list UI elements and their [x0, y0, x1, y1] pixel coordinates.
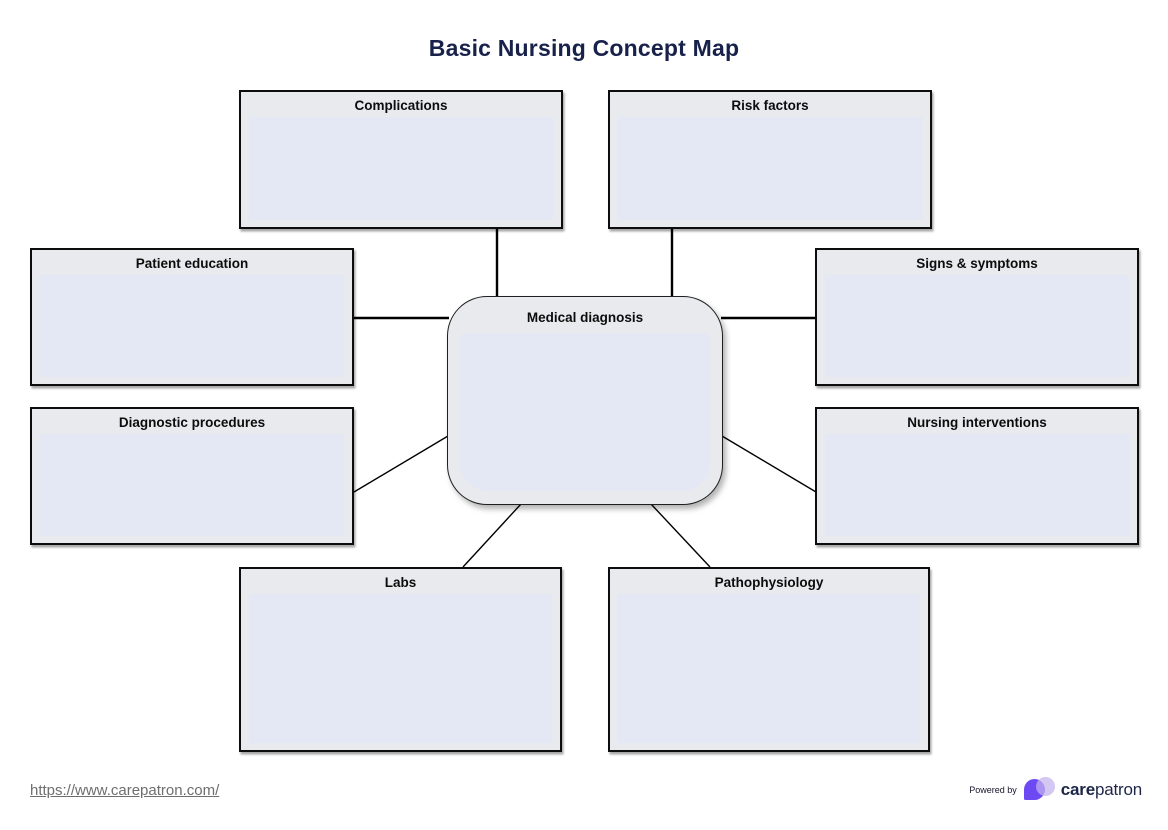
connector-pathophysiology	[650, 503, 711, 568]
brand-patron: patron	[1094, 779, 1142, 799]
node-content-area	[825, 275, 1129, 377]
node-label: Patient education	[135, 256, 249, 271]
node-nursing-interventions: Nursing interventions	[815, 407, 1139, 545]
node-label: Risk factors	[731, 98, 809, 113]
page-title: Basic Nursing Concept Map	[428, 35, 740, 61]
node-medical-diagnosis: Medical diagnosis	[447, 296, 723, 505]
node-labs: Labs	[239, 567, 562, 752]
node-risk-factors: Risk factors	[608, 90, 932, 229]
node-content-area	[618, 117, 922, 220]
powered-by-carepatron[interactable]: Powered by carepatron	[969, 776, 1142, 803]
node-label: Signs & symptoms	[916, 256, 1038, 271]
node-label: Diagnostic procedures	[118, 415, 266, 430]
node-label: Nursing interventions	[907, 415, 1047, 430]
connector-labs	[462, 503, 522, 568]
node-content-area	[460, 333, 710, 491]
connector-nursing-interventions	[721, 435, 817, 493]
connector-diagnostic-procedures	[353, 435, 449, 493]
brand-care: care	[1060, 779, 1095, 799]
node-content-area	[249, 117, 553, 220]
brand-wordmark: carepatron	[1061, 780, 1142, 800]
node-patient-education: Patient education	[30, 248, 354, 386]
carepatron-url-link[interactable]: https://www.carepatron.com/	[30, 782, 220, 799]
powered-by-label: Powered by	[969, 784, 1017, 795]
node-signs-symptoms: Signs & symptoms	[815, 248, 1139, 386]
node-pathophysiology: Pathophysiology	[608, 567, 930, 752]
logo-bubble-lavender	[1035, 777, 1055, 796]
node-label: Medical diagnosis	[526, 310, 644, 325]
node-diagnostic-procedures: Diagnostic procedures	[30, 407, 354, 545]
node-content-area	[825, 434, 1129, 536]
node-content-area	[40, 434, 344, 536]
carepatron-logo-icon	[1023, 776, 1057, 803]
node-label: Pathophysiology	[714, 575, 824, 590]
node-content-area	[249, 594, 552, 743]
node-content-area	[618, 594, 920, 743]
node-label: Labs	[384, 575, 417, 590]
node-content-area	[40, 275, 344, 377]
node-complications: Complications	[239, 90, 563, 229]
node-label: Complications	[354, 98, 448, 113]
